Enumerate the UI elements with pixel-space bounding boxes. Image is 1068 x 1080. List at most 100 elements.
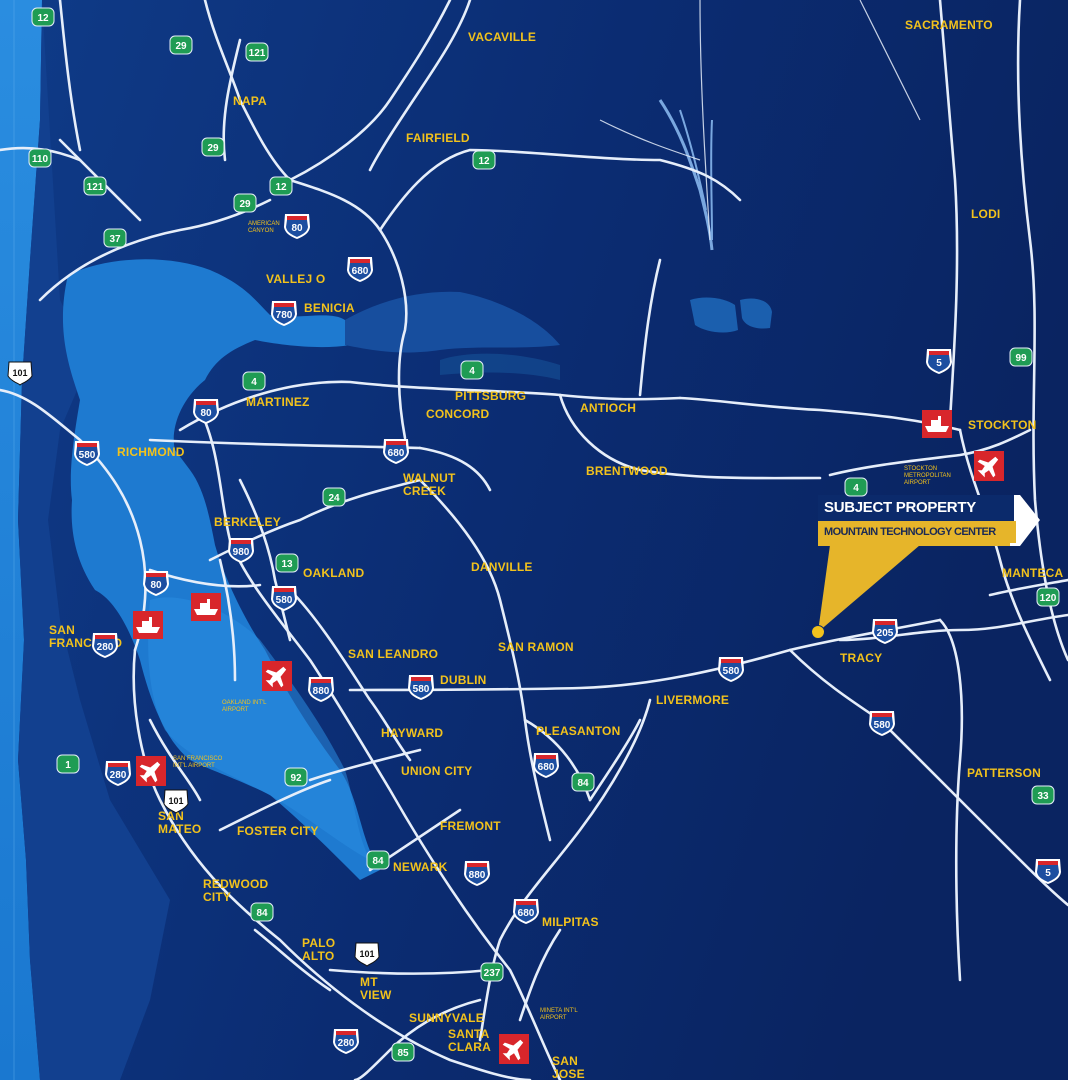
interstate-shield: 580	[74, 441, 100, 466]
city-label: UNION CITY	[401, 764, 473, 778]
state-route-badge: 84	[571, 772, 595, 792]
shield-number: 280	[97, 642, 114, 653]
small-label: AMERICAN CANYON	[248, 221, 280, 234]
city-label: VALLEJ O	[266, 272, 326, 286]
state-route-badge: 237	[480, 962, 504, 982]
city-label: HAYWARD	[381, 726, 444, 740]
interstate-shield: 680	[347, 257, 373, 282]
city-label: FOSTER CITY	[237, 824, 319, 838]
shield-number: 580	[413, 684, 430, 695]
seaport-icon	[922, 410, 952, 438]
interstate-shield: 80	[284, 214, 310, 239]
state-route-badge: 29	[169, 35, 193, 55]
route-number: 110	[32, 154, 49, 165]
city-label: MANTECA	[1002, 566, 1064, 580]
shield-number: 880	[313, 686, 330, 697]
shield-number: 680	[352, 266, 369, 277]
callout-title: SUBJECT PROPERTY	[824, 499, 976, 516]
shield-number: 980	[233, 547, 250, 558]
route-number: 1	[65, 760, 71, 771]
state-route-badge: 92	[284, 767, 308, 787]
interstate-shield: 280	[92, 633, 118, 658]
us-highway-shield: 101	[354, 942, 380, 967]
route-number: 4	[853, 483, 859, 494]
shield-number: 5	[936, 358, 942, 369]
route-number: 29	[239, 199, 251, 210]
small-label: STOCKTON METROPOLITAN AIRPORT	[904, 466, 951, 486]
state-route-badge: 29	[201, 137, 225, 157]
city-label: REDWOOD CITY	[203, 877, 269, 904]
city-label: PALO ALTO	[302, 936, 336, 963]
interstate-shield: 880	[308, 677, 334, 702]
airport-icon	[499, 1034, 529, 1064]
airport-icon	[136, 756, 166, 786]
route-number: 120	[1040, 593, 1057, 604]
city-label: NEWARK	[393, 860, 448, 874]
interstate-shield: 980	[228, 538, 254, 563]
subject-property-pointer	[818, 545, 920, 632]
city-label: MARTINEZ	[246, 395, 310, 409]
shield-number: 205	[877, 628, 894, 639]
route-number: 84	[577, 778, 589, 789]
state-route-badge: 110	[28, 148, 52, 168]
state-route-badge: 4	[460, 360, 484, 380]
interstate-shield: 205	[872, 619, 898, 644]
shield-number: 680	[388, 448, 405, 459]
city-label: TRACY	[840, 651, 883, 665]
route-number: 29	[207, 143, 219, 154]
state-route-badge: 120	[1036, 587, 1060, 607]
shield-number: 680	[518, 908, 535, 919]
route-number: 92	[290, 773, 302, 784]
shield-number: 101	[359, 949, 374, 959]
route-number: 237	[484, 968, 501, 979]
shield-number: 101	[12, 368, 27, 378]
route-number: 121	[87, 182, 104, 193]
city-label: SAN JOSE	[552, 1054, 585, 1080]
airport-icon	[974, 451, 1004, 481]
interstate-shield: 80	[193, 399, 219, 424]
city-label: PLEASANTON	[536, 724, 621, 738]
route-number: 24	[328, 493, 340, 504]
state-route-badge: 12	[269, 176, 293, 196]
state-route-badge: 1	[56, 754, 80, 774]
state-route-badge: 121	[83, 176, 107, 196]
route-number: 121	[249, 48, 266, 59]
city-label: ANTIOCH	[580, 401, 637, 415]
state-route-badge: 29	[233, 193, 257, 213]
subject-property-marker	[811, 625, 825, 639]
shield-number: 680	[538, 762, 555, 773]
interstate-shield: 580	[869, 711, 895, 736]
interstate-shield: 5	[1035, 859, 1061, 884]
state-route-badge: 84	[366, 850, 390, 870]
city-label: OAKLAND	[303, 566, 365, 580]
shield-number: 80	[291, 223, 303, 234]
shield-number: 580	[276, 595, 293, 606]
shield-number: 580	[723, 666, 740, 677]
state-route-badge: 12	[31, 7, 55, 27]
city-label: BENICIA	[304, 301, 355, 315]
state-route-badge: 4	[844, 477, 868, 497]
subject-property-callout: SUBJECT PROPERTY MOUNTAIN TECHNOLOGY CEN…	[818, 495, 1016, 543]
shield-number: 280	[338, 1038, 355, 1049]
city-label: NAPA	[233, 94, 267, 108]
route-number: 85	[397, 1048, 409, 1059]
interstate-shield: 680	[383, 439, 409, 464]
city-label: LIVERMORE	[656, 693, 730, 707]
shield-number: 5	[1045, 868, 1051, 879]
airport-icon	[262, 661, 292, 691]
city-label: BERKELEY	[214, 515, 281, 529]
city-label: CONCORD	[426, 407, 490, 421]
city-label: SAN MATEO	[158, 809, 202, 836]
route-number: 4	[251, 377, 257, 388]
state-route-badge: 24	[322, 487, 346, 507]
city-label: BRENTWOOD	[586, 464, 668, 478]
interstate-shield: 280	[105, 761, 131, 786]
city-label: SAN RAMON	[498, 640, 574, 654]
route-number: 29	[175, 41, 187, 52]
route-number: 12	[37, 13, 49, 24]
small-label: MINETA INT'L AIRPORT	[540, 1008, 578, 1021]
city-label: DANVILLE	[471, 560, 533, 574]
